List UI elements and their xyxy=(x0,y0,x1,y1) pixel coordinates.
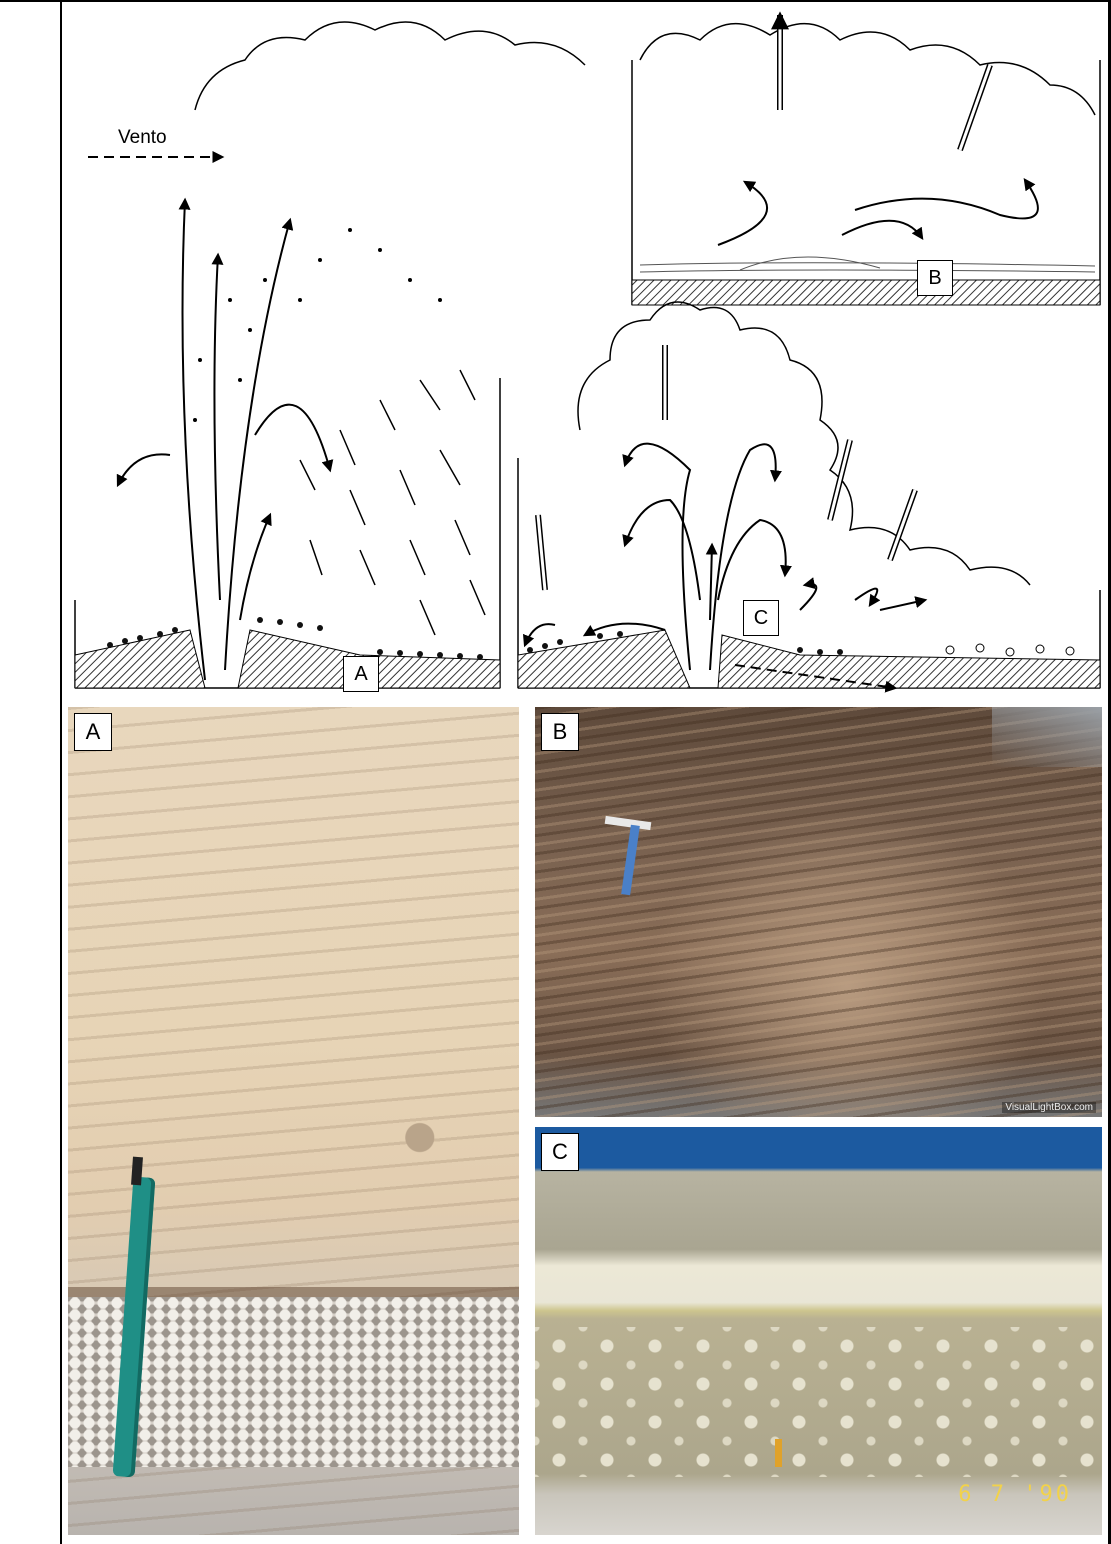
panel-c-sketch xyxy=(518,302,1100,688)
photo-b-label: B xyxy=(541,713,579,751)
photo-a-fall-deposit: A xyxy=(68,707,519,1535)
panel-a-sketch xyxy=(75,22,585,688)
photo-b-surge-deposit: B VisualLightBox.com xyxy=(535,707,1102,1117)
photo-c-label: C xyxy=(541,1133,579,1171)
panel-b-sketch xyxy=(632,15,1100,305)
photo-a-label: A xyxy=(74,713,112,751)
rock-hammer-head xyxy=(605,816,652,830)
panel-b-label: B xyxy=(917,260,953,296)
scale-object xyxy=(775,1439,782,1467)
photo-c-flow-deposit: C 6 7 '90 xyxy=(535,1127,1102,1535)
panel-a-label: A xyxy=(343,656,379,692)
pencil-tip xyxy=(131,1157,143,1186)
panel-c-label: C xyxy=(743,600,779,636)
eruption-sketches xyxy=(0,0,1111,700)
watermark: VisualLightBox.com xyxy=(1002,1102,1096,1113)
rock-hammer-handle xyxy=(621,825,640,896)
date-stamp: 6 7 '90 xyxy=(958,1482,1072,1507)
deposit-clasts xyxy=(535,1327,1102,1477)
sky-corner xyxy=(992,707,1102,767)
wind-label: Vento xyxy=(118,127,167,149)
